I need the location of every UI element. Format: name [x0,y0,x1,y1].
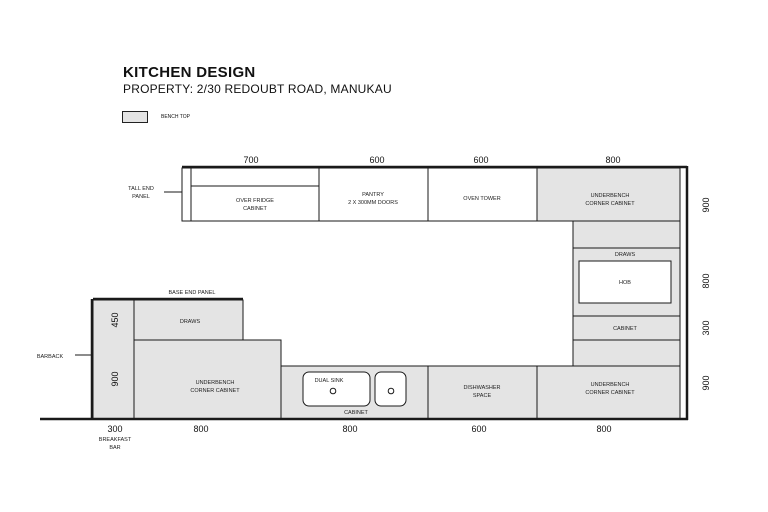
dim-bottom-4: 600 [471,424,486,434]
barback-label: BARBACK [37,354,64,360]
pantry-label-1: PANTRY [362,192,384,198]
dim-left-2: 900 [110,371,120,386]
hob [578,260,672,304]
dim-bottom-3: 800 [342,424,357,434]
legend-bench-top-label: BENCH TOP [161,114,190,120]
over-fridge-label-2: CABINET [243,206,267,212]
breakfast-bar-label-1: BREAKFAST [99,437,132,443]
corner-top-right-label-1: UNDERBENCH [591,193,630,199]
page-title: KITCHEN DESIGN [123,64,256,81]
draws-left-label: DRAWS [180,319,201,325]
dim-right-3: 300 [701,320,711,335]
corner-cabinet-bottom-left [133,339,282,420]
corner-bottom-right-label-2: CORNER CABINET [585,390,635,396]
corner-top-right-label-2: CORNER CABINET [585,201,635,207]
dim-top-3: 600 [473,155,488,165]
dim-bottom-2: 800 [193,424,208,434]
dim-right-2: 800 [701,273,711,288]
legend-bench-top-swatch [122,111,148,123]
tall-end-panel-label-1: TALL END [128,186,154,192]
sink-cabinet-label: CABINET [344,410,368,416]
breakfast-bar-label-2: BAR [109,445,120,451]
dishwasher-label-1: DISHWASHER [463,385,500,391]
dual-sink-label: DUAL SINK [315,378,344,384]
draws-right-label: DRAWS [615,252,636,258]
dim-top-2: 600 [369,155,384,165]
oven-tower-label: OVEN TOWER [463,196,500,202]
tall-end-panel-label-2: PANEL [132,194,150,200]
dim-bottom-5: 800 [596,424,611,434]
cabinet-right-label: CABINET [613,326,637,332]
corner-bottom-left-label-2: CORNER CABINET [190,388,240,394]
hob-label: HOB [619,280,631,286]
dim-left-1: 450 [110,312,120,327]
corner-cabinet-top-right [536,167,681,222]
dishwasher-label-2: SPACE [473,393,492,399]
sink-bowl-left [302,371,371,407]
corner-cabinet-bottom-right [536,365,681,420]
base-end-panel-label: BASE END PANEL [169,290,216,296]
dishwasher-space [427,365,538,420]
corner-bottom-right-label-1: UNDERBENCH [591,382,630,388]
dim-right-1: 900 [701,197,711,212]
pantry-label-2: 2 X 300MM DOORS [348,200,398,206]
dim-bottom-1: 300 [107,424,122,434]
oven-tower [427,167,538,222]
breakfast-bar [92,299,135,420]
dim-top-1: 700 [243,155,258,165]
property-address: PROPERTY: 2/30 REDOUBT ROAD, MANUKAU [123,82,392,96]
over-fridge-cabinet [190,167,320,222]
corner-bottom-left-label-1: UNDERBENCH [196,380,235,386]
tall-end-panel [181,167,192,222]
dim-top-4: 800 [605,155,620,165]
over-fridge-label-1: OVER FRIDGE [236,198,274,204]
dim-right-4: 900 [701,375,711,390]
